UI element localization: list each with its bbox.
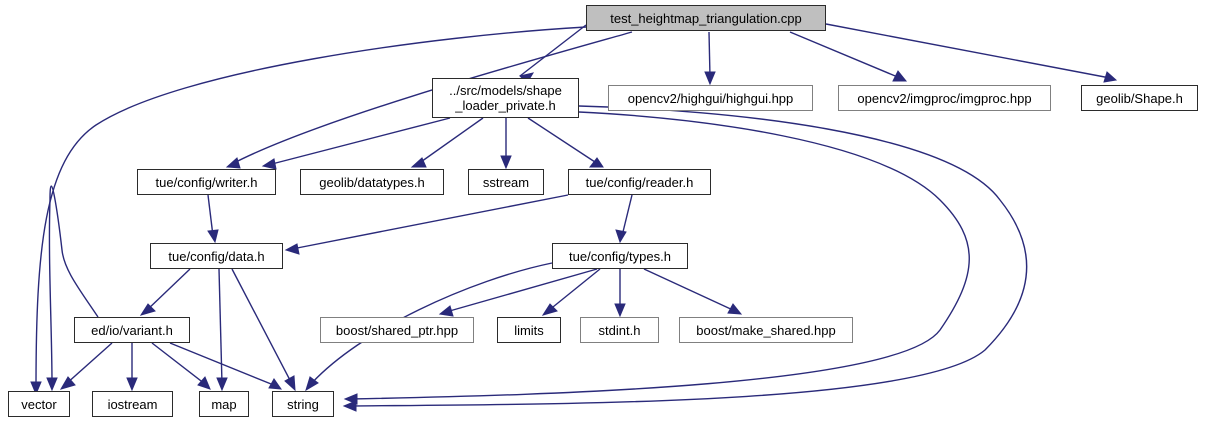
graph-node-label: boost/shared_ptr.hpp — [335, 322, 459, 338]
graph-node-label: string — [287, 396, 319, 412]
arrowhead-types-to-shared-ptr — [438, 305, 454, 317]
edge-shape-loader-to-writer — [267, 117, 451, 166]
graph-node-shared_ptr[interactable]: boost/shared_ptr.hpp — [320, 317, 474, 343]
graph-node-data[interactable]: tue/config/data.h — [150, 243, 283, 269]
edge-shape-loader-to-reader — [527, 117, 599, 165]
graph-node-label: geolib/datatypes.h — [319, 174, 425, 190]
arrowhead-types-to-string — [305, 376, 319, 392]
edge-reader-to-data — [291, 194, 569, 250]
edge-variant-curve-to-vector — [48, 185, 99, 385]
arrowhead-shape-loader-to-writer — [261, 158, 277, 170]
graph-node-label: ed/io/variant.h — [91, 322, 173, 338]
graph-node-label: opencv2/imgproc/imgproc.hpp — [857, 90, 1032, 106]
graph-node-label: boost/make_shared.hpp — [696, 322, 836, 338]
arrowhead-root-to-writer — [225, 157, 241, 169]
graph-node-shape_h[interactable]: geolib/Shape.h — [1081, 85, 1198, 111]
graph-node-types[interactable]: tue/config/types.h — [552, 243, 688, 269]
graph-node-sstream[interactable]: sstream — [468, 169, 544, 195]
graph-node-imgproc[interactable]: opencv2/imgproc/imgproc.hpp — [838, 85, 1051, 111]
edge-data-to-map — [218, 268, 223, 385]
arrowhead-reader-to-data — [284, 243, 300, 255]
graph-node-make_shared[interactable]: boost/make_shared.hpp — [679, 317, 853, 343]
edge-root-to-highgui — [708, 31, 711, 78]
arrowhead-root-to-highgui — [704, 71, 716, 86]
arrowhead-variant-to-map — [197, 376, 211, 390]
graph-node-highgui[interactable]: opencv2/highgui/highgui.hpp — [608, 85, 813, 111]
edge-data-to-variant — [145, 268, 191, 312]
graph-node-iostream[interactable]: iostream — [92, 391, 173, 417]
edge-variant-to-map — [151, 342, 206, 385]
arrowhead-data-to-string — [284, 375, 296, 392]
graph-node-label: map — [211, 396, 237, 412]
graph-node-label: tue/config/types.h — [569, 248, 671, 264]
edge-variant-to-string — [169, 342, 277, 387]
graph-node-label: tue/config/reader.h — [585, 174, 694, 190]
arrowhead-variant-to-string — [268, 378, 283, 390]
edge-root-to-shape-loader — [519, 24, 587, 77]
arrowhead-variant-to-vector — [59, 376, 76, 390]
edge-shape-loader-to-string-2 — [349, 105, 1028, 407]
edge-reader-to-types — [621, 194, 633, 237]
graph-node-stdint[interactable]: stdint.h — [580, 317, 659, 343]
graph-node-map[interactable]: map — [199, 391, 249, 417]
graph-node-label: geolib/Shape.h — [1096, 90, 1183, 106]
arrowhead-writer-to-data — [207, 229, 219, 244]
graph-node-label: stdint.h — [598, 322, 641, 338]
graph-node-root[interactable]: test_heightmap_triangulation.cpp — [586, 5, 826, 31]
graph-node-label: test_heightmap_triangulation.cpp — [610, 10, 802, 26]
graph-node-label: limits — [514, 322, 544, 338]
arrowhead-types-to-stdint — [614, 303, 626, 318]
arrowhead-root-to-imgproc — [892, 70, 908, 82]
graph-node-label: iostream — [107, 396, 158, 412]
graph-node-string[interactable]: string — [272, 391, 334, 417]
arrowhead-shape-loader-to-string-1 — [343, 393, 358, 405]
graph-node-writer[interactable]: tue/config/writer.h — [137, 169, 276, 195]
graph-node-variant[interactable]: ed/io/variant.h — [74, 317, 190, 343]
arrowhead-data-to-map — [216, 377, 228, 392]
graph-node-label: vector — [21, 396, 57, 412]
arrowhead-root-to-shape-h — [1103, 71, 1118, 83]
graph-node-label: ../src/models/shape _loader_private.h — [449, 83, 562, 113]
edge-root-to-shape-h — [825, 23, 1111, 79]
graph-node-vector[interactable]: vector — [8, 391, 70, 417]
edge-shape-loader-to-datatypes — [417, 117, 484, 165]
arrowhead-shape-loader-to-datatypes — [410, 157, 427, 168]
graph-node-label: tue/config/data.h — [168, 248, 265, 264]
edge-types-to-shared-ptr — [445, 268, 598, 313]
arrowhead-types-to-make-shared — [727, 303, 743, 315]
graph-node-label: opencv2/highgui/highgui.hpp — [627, 90, 794, 106]
arrowhead-shape-loader-to-sstream — [500, 155, 512, 170]
arrowhead-data-to-variant — [139, 303, 156, 316]
edge-types-to-make-shared — [643, 268, 736, 312]
arrowhead-shape-loader-to-string-2 — [342, 400, 357, 412]
edge-writer-to-data — [207, 194, 214, 237]
graph-node-reader[interactable]: tue/config/reader.h — [568, 169, 711, 195]
edge-root-to-imgproc — [789, 31, 901, 79]
edge-variant-to-vector — [65, 342, 113, 385]
arrowhead-reader-to-types — [615, 229, 627, 244]
graph-node-limits[interactable]: limits — [497, 317, 561, 343]
graph-node-datatypes[interactable]: geolib/datatypes.h — [300, 169, 444, 195]
edge-types-to-limits — [547, 268, 601, 312]
arrowhead-shape-loader-to-reader — [588, 157, 604, 168]
edge-data-to-string — [231, 268, 293, 385]
graph-node-label: tue/config/writer.h — [155, 174, 258, 190]
arrowhead-types-to-limits — [541, 303, 558, 316]
arrowhead-variant-curve-to-vector — [46, 377, 58, 392]
graph-node-shape_loader[interactable]: ../src/models/shape _loader_private.h — [432, 78, 579, 118]
arrowhead-variant-to-iostream — [126, 377, 138, 392]
graph-node-label: sstream — [482, 174, 530, 190]
